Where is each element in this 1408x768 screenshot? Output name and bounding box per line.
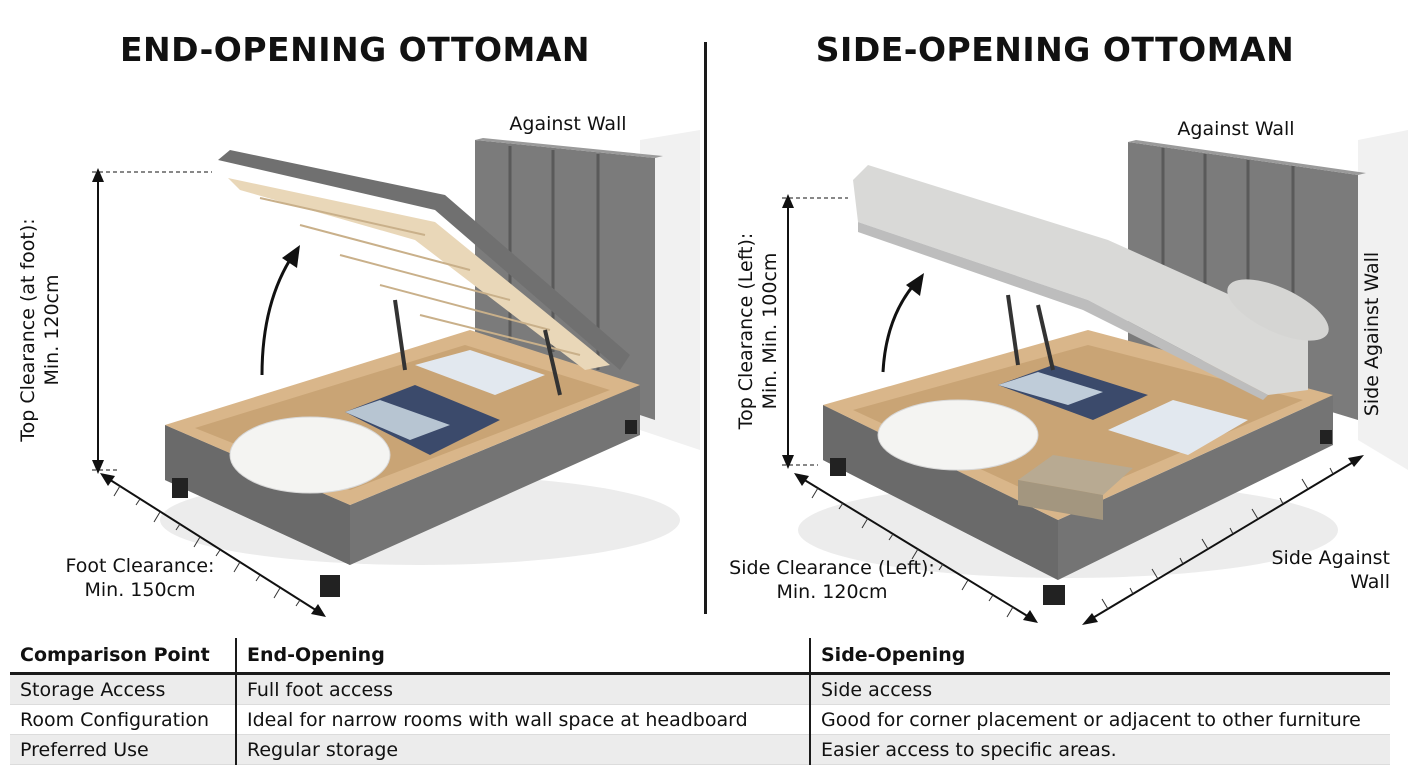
bed-base [823,330,1333,605]
side-wall-line1: Side Against [1271,547,1391,569]
column-header: Comparison Point [10,638,237,675]
side-against-wall-label: Side Against Wall [1250,546,1391,594]
table-cell: Easier access to specific areas. [810,734,1390,765]
left-against-wall-label: Against Wall [509,113,627,135]
table-cell: Regular storage [236,734,811,765]
table-row: Room Configuration Ideal for narrow room… [10,704,1390,735]
right-against-wall-label: Against Wall [1177,118,1295,140]
side-opening-title: SIDE-OPENING OTTOMAN [815,30,1295,69]
column-header: End-Opening [236,638,811,675]
raised-mattress [853,165,1329,400]
foot-clearance-line1: Foot Clearance: [65,555,215,577]
table-row: Preferred Use Regular storage Easier acc… [10,734,1390,765]
end-opening-bed-illustration [92,130,700,617]
side-opening-bed-illustration [782,130,1408,625]
side-clearance-line1: Side Clearance (Left): [729,557,935,579]
table-cell: Ideal for narrow rooms with wall space a… [236,704,811,735]
end-opening-title: END-OPENING OTTOMAN [119,30,591,69]
right-top-clearance-label: Top Clearance (Left): Min. Min. 100cm [734,221,782,441]
column-header: Side-Opening [810,638,1390,675]
side-clearance-line2: Min. 120cm [776,581,888,603]
top-clearance-dimension [92,168,212,474]
table-cell: Room Configuration [10,704,237,735]
comparison-table: Comparison Point End-Opening Side-Openin… [10,638,1390,765]
pillow [1227,279,1329,341]
table-cell: Good for corner placement or adjacent to… [810,704,1390,735]
storage-box [1018,455,1133,495]
table-header-row: Comparison Point End-Opening Side-Openin… [10,638,1390,675]
lift-arrow [881,278,920,373]
foot-clearance-label: Foot Clearance: Min. 150cm [50,554,230,602]
raised-lid [218,150,630,370]
foot-clearance-line2: Min. 150cm [84,579,196,601]
top-clearance-line2: Min. Min. 100cm [759,252,781,410]
table-cell: Preferred Use [10,734,237,765]
pillow [229,416,391,494]
table-row: Storage Access Full foot access Side acc… [10,673,1390,705]
side-wall-line2: Wall [1350,571,1390,593]
top-clearance-line2: Min. 120cm [41,274,63,386]
left-top-clearance-label: Top Clearance (at foot): Min. 120cm [16,200,64,460]
side-clearance-label: Side Clearance (Left): Min. 120cm [718,556,946,604]
side-clearance-dimension [794,473,1038,623]
pillow [877,399,1039,471]
table-cell: Side access [810,673,1390,705]
foot-clearance-dimension [100,473,326,617]
side-against-wall-vertical-label: Side Against Wall [1361,251,1383,417]
table-cell: Storage Access [10,673,237,705]
top-clearance-line1: Top Clearance (Left): [735,232,757,430]
vacuum-bag [1108,400,1248,455]
table-cell: Full foot access [236,673,811,705]
side-wall-dimension [1082,455,1364,625]
top-clearance-dimension [782,194,848,469]
lift-arrow [260,251,297,376]
top-clearance-line1: Top Clearance (at foot): [17,218,39,442]
vacuum-bag [415,350,545,395]
center-divider [704,42,707,614]
